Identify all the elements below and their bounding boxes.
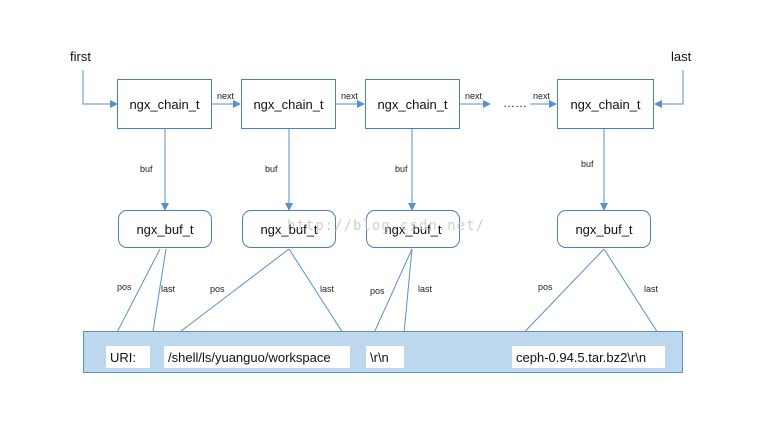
last-arrow bbox=[654, 70, 684, 108]
pos-label: pos bbox=[370, 286, 385, 296]
last-pointer-arrow bbox=[148, 248, 167, 345]
buf-label: buf bbox=[265, 164, 278, 174]
ellipsis: …… bbox=[503, 96, 527, 110]
buf-label: buf bbox=[581, 159, 594, 169]
next-label: next bbox=[533, 91, 551, 101]
buf-node-4: ngx_buf_t bbox=[557, 210, 651, 248]
last-pointer-label: last bbox=[161, 284, 176, 294]
next-label: next bbox=[341, 91, 359, 101]
pos-label: pos bbox=[210, 284, 225, 294]
pos-label: pos bbox=[117, 282, 132, 292]
first-label: first bbox=[70, 49, 91, 64]
chain-node-3: ngx_chain_t bbox=[365, 79, 460, 129]
next-label: next bbox=[465, 91, 483, 101]
buf-node-3: ngx_buf_t bbox=[366, 210, 460, 248]
buf-node-1: ngx_buf_t bbox=[118, 210, 212, 248]
pos-arrow bbox=[163, 248, 290, 345]
last-pointer-arrow bbox=[603, 248, 666, 345]
last-pointer-label: last bbox=[644, 284, 659, 294]
last-pointer-arrow bbox=[399, 248, 413, 345]
pos-label: pos bbox=[538, 282, 553, 292]
chain-node-4: ngx_chain_t bbox=[557, 79, 654, 129]
chain-node-2: ngx_chain_t bbox=[241, 79, 336, 129]
pos-arrow bbox=[512, 248, 605, 345]
pos-arrow bbox=[368, 248, 413, 345]
buf-label: buf bbox=[395, 164, 408, 174]
memory-segment-filename: ceph-0.94.5.tar.bz2\r\n bbox=[512, 346, 665, 368]
last-pointer-label: last bbox=[320, 284, 335, 294]
buf-node-2: ngx_buf_t bbox=[242, 210, 336, 248]
memory-segment-crlf: \r\n bbox=[366, 346, 404, 368]
next-label: next bbox=[217, 91, 235, 101]
watermark: http://blog.csdn.net/ bbox=[287, 218, 486, 234]
last-pointer-arrow bbox=[288, 248, 351, 345]
chain-node-1: ngx_chain_t bbox=[117, 79, 212, 129]
memory-segment-uri: URI: bbox=[106, 346, 150, 368]
last-label: last bbox=[671, 49, 692, 64]
memory-segment-path: /shell/ls/yuanguo/workspace bbox=[164, 346, 350, 368]
first-arrow bbox=[82, 70, 118, 108]
pos-arrow bbox=[110, 248, 161, 345]
buf-label: buf bbox=[140, 164, 153, 174]
last-pointer-label: last bbox=[418, 284, 433, 294]
